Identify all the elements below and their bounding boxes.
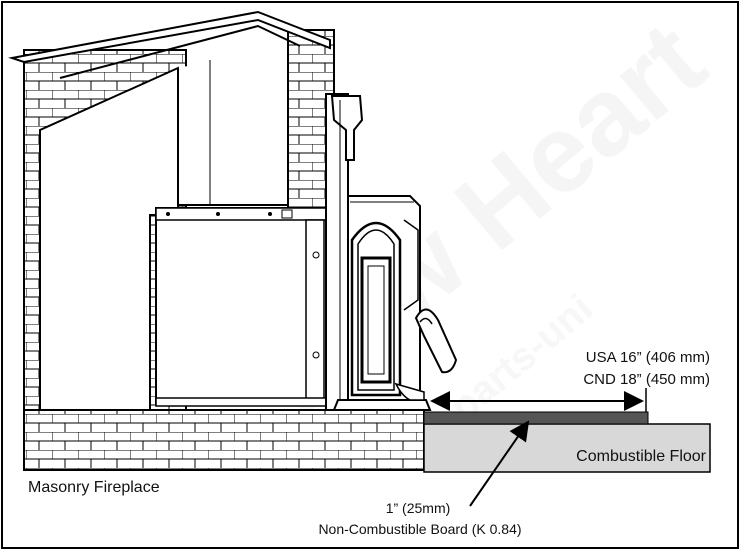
board-leader-arrow — [469, 420, 530, 507]
combustible-floor — [423, 423, 711, 473]
combustible-floor-label: Combustible Floor — [576, 448, 707, 465]
insert-stove-front — [325, 93, 458, 411]
insert-firebox — [155, 207, 333, 407]
board-thickness-label: 1” (25mm) — [386, 500, 451, 516]
clearance-cnd-label: CND 18” (450 mm) — [583, 371, 710, 388]
board-name-label: Non-Combustible Board (K 0.84) — [318, 521, 521, 537]
clearance-usa-label: USA 16” (406 mm) — [586, 349, 710, 366]
non-combustible-board — [423, 411, 649, 425]
masonry-fireplace-label: Masonry Fireplace — [28, 479, 160, 496]
